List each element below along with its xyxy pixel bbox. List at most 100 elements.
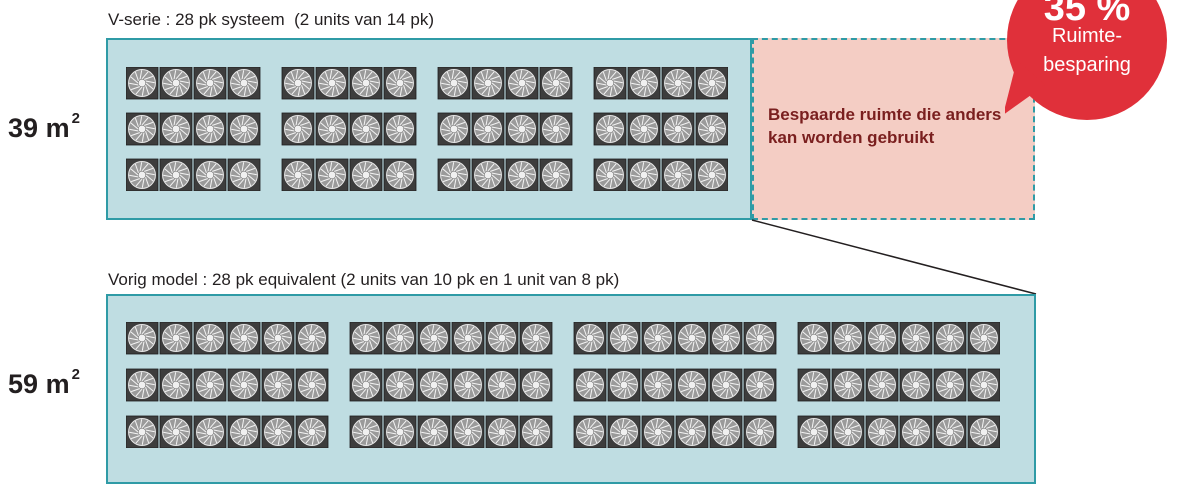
fan-icon	[675, 322, 709, 355]
badge-line1: Ruimte-	[1051, 25, 1122, 47]
fan-icon	[159, 368, 193, 402]
fan-icon	[743, 322, 777, 355]
fan-icon	[831, 322, 865, 355]
fan-icon	[451, 322, 485, 355]
fan-icon	[695, 67, 728, 100]
fan-icon	[519, 415, 553, 448]
fan-icon	[661, 112, 695, 146]
fan-icon	[227, 112, 261, 146]
fan-icon	[593, 158, 627, 191]
fan-icon	[471, 67, 505, 100]
fan-icon	[865, 322, 899, 355]
fan-icon	[349, 112, 383, 146]
fan-icon	[831, 415, 865, 448]
fan-icon	[437, 158, 471, 191]
fan-icon	[159, 322, 193, 355]
fan-icon	[607, 322, 641, 355]
fan-icon	[519, 322, 553, 355]
fan-icon	[417, 368, 451, 402]
fan-icon	[709, 322, 743, 355]
bottom-area-unit: m	[45, 369, 70, 399]
fan-icon	[295, 368, 329, 402]
fan-icon	[695, 158, 728, 191]
fan-icon	[573, 415, 607, 448]
fan-icon	[675, 415, 709, 448]
fan-icon	[573, 322, 607, 355]
fan-icon	[933, 368, 967, 402]
fan-icon	[193, 322, 227, 355]
fan-icon	[451, 368, 485, 402]
fan-icon	[933, 322, 967, 355]
fan-icon	[743, 368, 777, 402]
v-series-units	[126, 67, 728, 191]
top-area-value: 39	[8, 113, 39, 143]
fan-icon	[315, 67, 349, 100]
fan-icon	[675, 368, 709, 402]
fan-icon	[227, 67, 261, 100]
fan-icon	[865, 415, 899, 448]
fan-icon	[709, 368, 743, 402]
bottom-area-value: 59	[8, 369, 39, 399]
fan-icon	[349, 322, 383, 355]
fan-icon	[281, 112, 315, 146]
fan-icon	[159, 112, 193, 146]
fan-icon	[485, 322, 519, 355]
top-area-exp: 2	[71, 110, 80, 127]
fan-icon	[227, 322, 261, 355]
fan-icon	[539, 158, 573, 191]
fan-icon	[295, 322, 329, 355]
outdoor-unit	[797, 322, 1000, 448]
saved-space-area	[752, 38, 1035, 220]
fan-icon	[505, 112, 539, 146]
fan-icon	[831, 368, 865, 402]
connector-line	[751, 219, 1037, 295]
badge-line2: besparing	[1043, 54, 1131, 76]
outdoor-unit	[126, 67, 261, 191]
fan-icon	[627, 67, 661, 100]
fan-icon	[193, 158, 227, 191]
fan-icon	[695, 112, 728, 146]
fan-icon	[349, 415, 383, 448]
fan-icon	[437, 67, 471, 100]
fan-icon	[641, 415, 675, 448]
fan-icon	[471, 112, 505, 146]
fan-icon	[539, 67, 573, 100]
fan-icon	[126, 415, 159, 448]
fan-icon	[607, 415, 641, 448]
outdoor-unit	[593, 67, 728, 191]
top-caption: V-serie : 28 pk systeem (2 units van 14 …	[108, 10, 434, 29]
badge-shape	[1005, 0, 1167, 120]
fan-icon	[967, 322, 1000, 355]
top-area-unit: m	[45, 113, 70, 143]
fan-icon	[295, 415, 329, 448]
fan-icon	[126, 322, 159, 355]
fan-icon	[797, 415, 831, 448]
fan-icon	[193, 415, 227, 448]
saved-space-text: Bespaarde ruimte die anders kan worden g…	[768, 105, 1002, 147]
fan-icon	[743, 415, 777, 448]
fan-icon	[519, 368, 553, 402]
fan-icon	[349, 368, 383, 402]
fan-icon	[539, 112, 573, 146]
connector-lines	[751, 219, 1037, 295]
fan-icon	[641, 322, 675, 355]
fan-icon	[417, 322, 451, 355]
fan-icon	[709, 415, 743, 448]
fan-icon	[227, 415, 261, 448]
savings-badge: 35 % Ruimte- besparing	[1005, 0, 1192, 125]
fan-icon	[159, 67, 193, 100]
outdoor-unit	[437, 67, 573, 191]
fan-icon	[383, 415, 417, 448]
outdoor-unit	[126, 322, 329, 448]
fan-icon	[126, 112, 159, 146]
fan-icon	[899, 368, 933, 402]
fan-icon	[349, 158, 383, 191]
fan-icon	[573, 368, 607, 402]
fan-icon	[505, 67, 539, 100]
fan-icon	[193, 112, 227, 146]
fan-icon	[159, 415, 193, 448]
fan-icon	[417, 415, 451, 448]
fan-icon	[261, 415, 295, 448]
fan-icon	[661, 67, 695, 100]
